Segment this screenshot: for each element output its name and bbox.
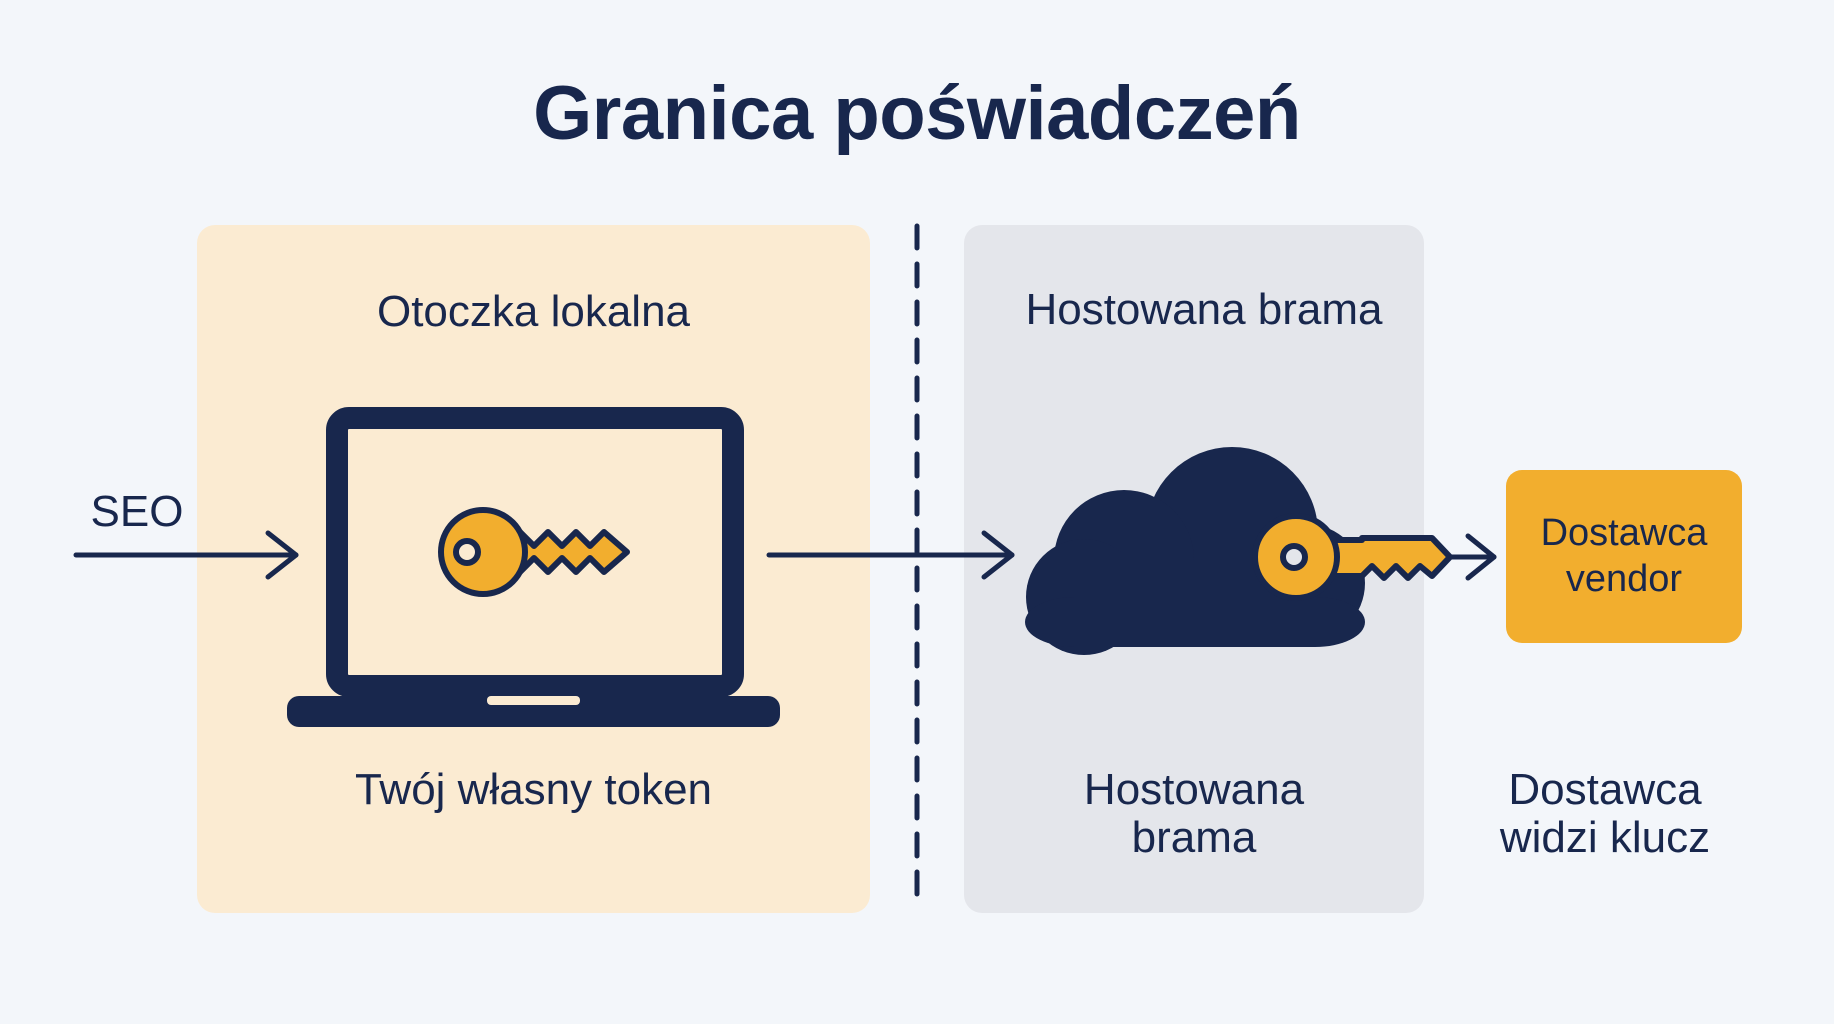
hosted-panel-title: Hostowana brama <box>1025 285 1383 334</box>
vendor-box-line2: vendor <box>1565 557 1683 600</box>
vendor-box-line1: Dostawca <box>1540 511 1708 554</box>
local-panel-title: Otoczka lokalna <box>376 287 691 336</box>
laptop-icon <box>287 407 780 727</box>
vendor-caption-line1: Dostawca <box>1508 765 1702 814</box>
hosted-caption-line1: Hostowana <box>1083 765 1305 814</box>
vendor-caption: Dostawca widzi klucz <box>1460 766 1750 861</box>
arrow-icon <box>73 530 299 580</box>
diagram-title: Granica poświadczeń <box>533 71 1301 156</box>
hosted-caption-line2: brama <box>1131 812 1257 862</box>
seo-input-label: SEO <box>90 487 184 536</box>
hosted-panel-caption: Hostowana brama <box>1044 766 1344 861</box>
local-shell-panel <box>197 225 870 913</box>
vendor-box: Dostawca vendor <box>1506 470 1742 643</box>
arrow-icon <box>766 530 1015 580</box>
vendor-caption-line2: widzi klucz <box>1499 812 1711 862</box>
key-icon <box>1252 513 1453 601</box>
key-icon <box>438 507 630 597</box>
local-panel-caption: Twój własny token <box>354 765 713 814</box>
arrow-icon <box>1449 533 1497 581</box>
